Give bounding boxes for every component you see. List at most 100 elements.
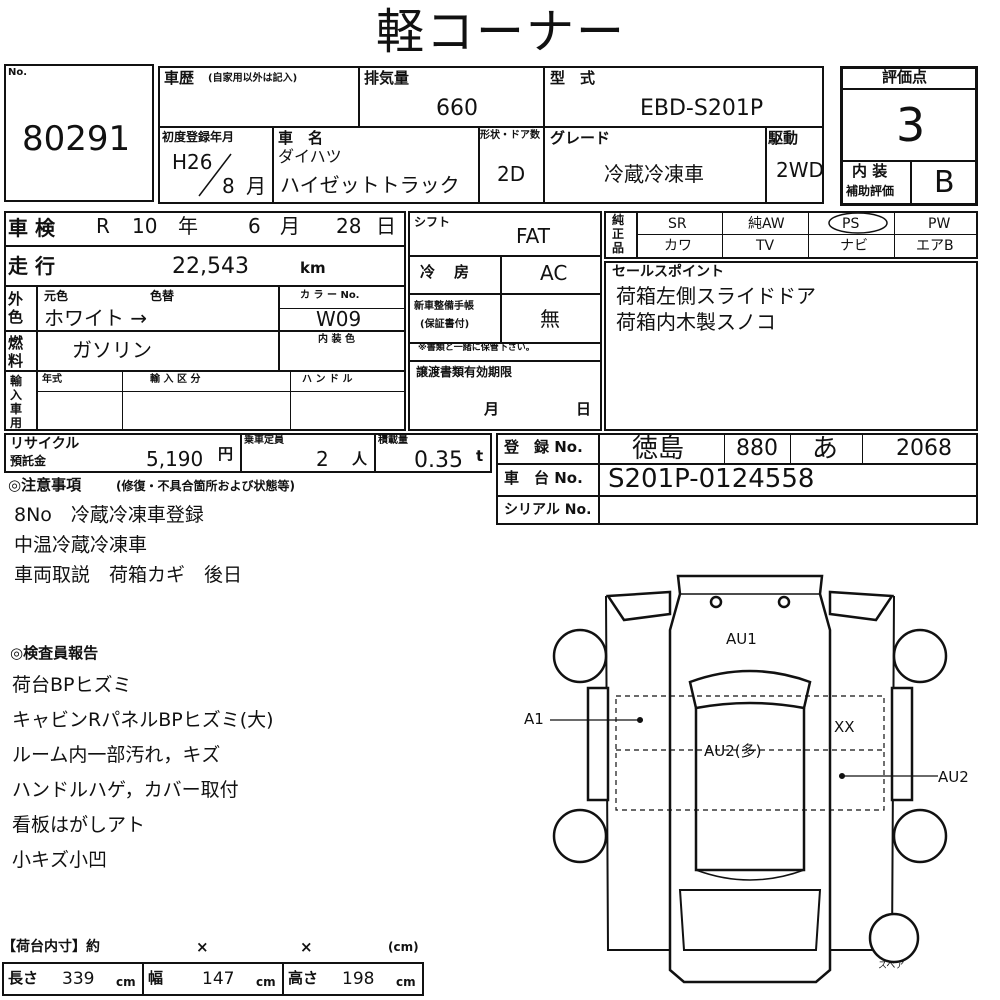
chassis-label: 車 台 No. [504, 469, 583, 487]
mileage-label: 走 行 [8, 254, 55, 278]
exterior-orig-label: 元色 [44, 289, 69, 303]
rating-box [840, 66, 978, 206]
first-reg-month: 8 [222, 174, 235, 198]
equipment-aw: 純AW [748, 216, 785, 232]
damage-xx: XX [834, 718, 855, 736]
fuel-label: 燃 料 [8, 334, 24, 370]
import-handle-label: ハ ン ド ル [302, 374, 353, 385]
inspector-label: ◎検査員報告 [10, 644, 99, 662]
bed-height-label: 高さ [288, 969, 319, 987]
load-label: 積載量 [378, 435, 408, 446]
equipment-pw: PW [928, 216, 951, 232]
equipment-airbag: エアB [916, 238, 954, 254]
transfer-day-unit: 日 [576, 400, 592, 418]
damage-au1: AU1 [726, 630, 757, 648]
displacement-value: 660 [436, 96, 478, 121]
inspector-line-2: キャビンRパネルBPヒズミ(大) [12, 709, 274, 731]
drive-label: 駆動 [768, 129, 799, 147]
registration-label: 登 録 No. [504, 438, 583, 456]
load-value: 0.35 [414, 448, 463, 473]
equipment-tv: TV [756, 238, 775, 254]
spare-label: スペア [878, 961, 905, 971]
body-value: 2D [497, 162, 526, 186]
import-year-label: 年式 [42, 374, 62, 385]
mileage-value: 22,543 [172, 254, 249, 279]
transfer-month-unit: 月 [484, 400, 500, 418]
bed-width: 147 [202, 969, 235, 989]
equipment-ps: PS [842, 216, 860, 232]
inspection-day: 28 [336, 214, 362, 238]
recycle-row [4, 433, 492, 473]
interior-value: B [934, 165, 955, 200]
lot-number: 80291 [22, 119, 131, 159]
exterior-color-no: W09 [316, 307, 362, 331]
serial-label: シリアル No. [504, 502, 592, 518]
page-title: 軽コーナー [376, 4, 627, 60]
recycle-unit: 円 [218, 445, 234, 463]
rating-label: 評価点 [882, 68, 928, 86]
drive-value: 2WD [776, 158, 824, 182]
grade-value: 冷蔵冷凍車 [604, 162, 704, 186]
first-reg-year: H26 [172, 150, 213, 174]
recycle-label-1: リサイクル [10, 436, 80, 452]
shift-grid [408, 211, 602, 431]
first-reg-month-unit: 月 [246, 174, 266, 198]
interior-label-1: 内 装 [852, 162, 888, 180]
capacity-unit: 人 [352, 450, 368, 468]
exterior-repaint-label: 色替 [150, 289, 175, 303]
mileage-unit: km [300, 259, 326, 277]
inspector-line-6: 小キズ小凹 [12, 849, 108, 871]
bed-unit: (cm) [388, 940, 419, 954]
registration-kana: あ [812, 434, 839, 464]
inspection-day-unit: 日 [376, 214, 396, 238]
recycle-label-2: 預託金 [10, 454, 47, 468]
lot-box [4, 64, 154, 202]
capacity-label: 乗車定員 [244, 435, 284, 446]
bed-x2: × [300, 938, 313, 956]
model-label: 型 式 [550, 69, 596, 87]
notes-sub: (修復・不具合箇所および状態等) [116, 479, 295, 493]
damage-au2-right: AU2 [938, 768, 969, 786]
aircon-value: AC [540, 261, 568, 285]
equipment-label: 純 正 品 [612, 213, 625, 255]
bed-length-label: 長さ [8, 969, 39, 987]
exterior-color-value: ホワイト → [44, 306, 148, 330]
sales-point-line-2: 荷箱内木製スノコ [616, 310, 776, 334]
bed-x1: × [196, 938, 209, 956]
history-label: 車歴 [164, 69, 195, 87]
inspection-year-unit: 年 [178, 214, 198, 238]
shift-value: FAT [516, 224, 551, 248]
equipment-navi: ナビ [840, 238, 868, 254]
lot-label: No. [8, 67, 28, 78]
sales-point-line-1: 荷箱左側スライドドア [616, 284, 816, 308]
bed-length-unit: cm [116, 975, 136, 989]
registration-grid [496, 433, 978, 525]
first-reg-label: 初度登録年月 [162, 130, 235, 144]
rating-value: 3 [896, 98, 926, 152]
inspection-month: 6 [248, 214, 261, 238]
notes-label: ◎注意事項 [8, 476, 82, 494]
inspector-line-4: ハンドルハゲ，カバー取付 [12, 779, 239, 801]
registration-number: 2068 [896, 436, 952, 461]
service-book-label-2: (保証書付) [420, 319, 470, 330]
aircon-label: 冷 房 [420, 263, 472, 281]
bed-length: 339 [62, 969, 95, 989]
load-unit: t [476, 447, 484, 465]
shift-label: シフト [414, 215, 451, 229]
bed-label: 【荷台内寸】約 [2, 939, 100, 955]
car-name-label: 車 名 [278, 129, 324, 147]
inspector-line-3: ルーム内一部汚れ，キズ [12, 744, 221, 766]
import-label: 輸 入 車 用 [10, 374, 23, 430]
interior-color-label: 内 装 色 [318, 334, 355, 345]
inspection-grid [4, 211, 406, 431]
service-book-value: 無 [540, 307, 560, 331]
import-cat-label: 輸 入 区 分 [150, 374, 201, 385]
equipment-sr: SR [668, 216, 687, 232]
service-book-note: ※書類と一緒に保管下さい。 [418, 343, 535, 353]
recycle-value: 5,190 [146, 447, 204, 471]
grade-label: グレード [550, 129, 611, 147]
bed-width-label: 幅 [148, 969, 164, 987]
inspection-year: 10 [132, 214, 158, 238]
capacity-value: 2 [316, 447, 329, 471]
inspection-era: R [96, 214, 110, 238]
